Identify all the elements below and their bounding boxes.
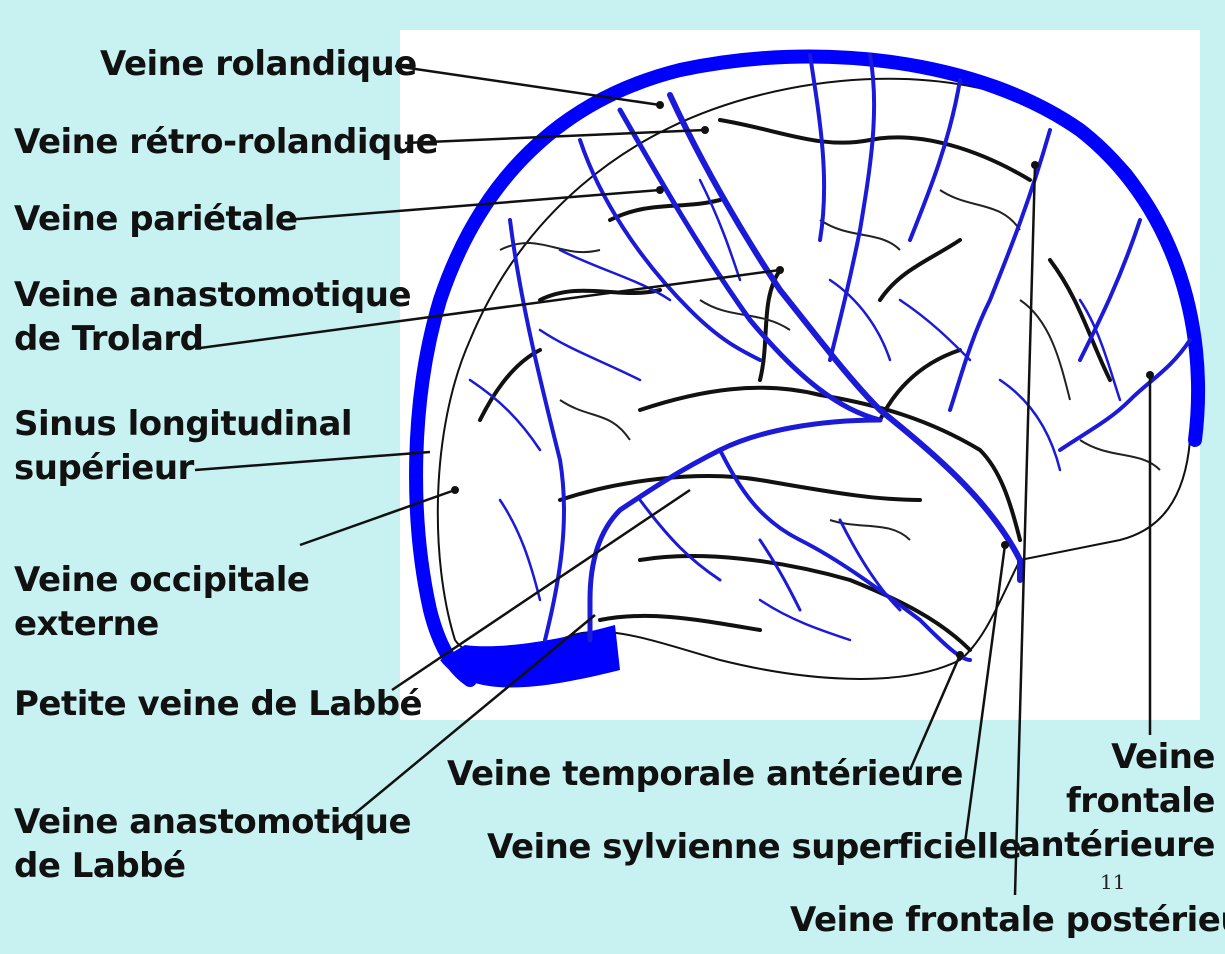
label-labbe-line-2: de Labbé xyxy=(14,844,411,888)
label-occipitale-line-2: externe xyxy=(14,602,310,646)
label-sinus-line-2: supérieur xyxy=(14,446,352,490)
label-petite-veine-de-labbe: Petite veine de Labbé xyxy=(14,682,422,726)
label-trolard-line-1: Veine anastomotique xyxy=(14,273,411,317)
label-veine-parietale: Veine pariétale xyxy=(14,197,297,241)
label-veine-anastomotique-trolard: Veine anastomotique de Trolard xyxy=(14,273,411,361)
label-veine-frontale-anterieure: Veine frontale antérieure xyxy=(1018,735,1215,867)
label-frontale-anterieure-line-3: antérieure xyxy=(1018,823,1215,867)
label-veine-occipitale-externe: Veine occipitale externe xyxy=(14,558,310,646)
label-frontale-anterieure-line-1: Veine xyxy=(1018,735,1215,779)
label-veine-rolandique: Veine rolandique xyxy=(100,42,417,86)
label-veine-frontale-posterieure: Veine frontale postérieure xyxy=(790,898,1225,942)
label-veine-sylvienne-superficielle: Veine sylvienne superficielle xyxy=(487,825,1021,869)
label-sinus-longitudinal-superieur: Sinus longitudinal supérieur xyxy=(14,402,352,490)
label-veine-anastomotique-labbe: Veine anastomotique de Labbé xyxy=(14,800,411,888)
label-veine-retro-rolandique: Veine rétro-rolandique xyxy=(14,120,438,164)
label-frontale-anterieure-line-2: frontale xyxy=(1018,779,1215,823)
label-trolard-line-2: de Trolard xyxy=(14,317,411,361)
label-occipitale-line-1: Veine occipitale xyxy=(14,558,310,602)
label-sinus-line-1: Sinus longitudinal xyxy=(14,402,352,446)
label-veine-temporale-anterieure: Veine temporale antérieure xyxy=(447,752,963,796)
slide-number: 11 xyxy=(1100,870,1125,894)
label-labbe-line-1: Veine anastomotique xyxy=(14,800,411,844)
